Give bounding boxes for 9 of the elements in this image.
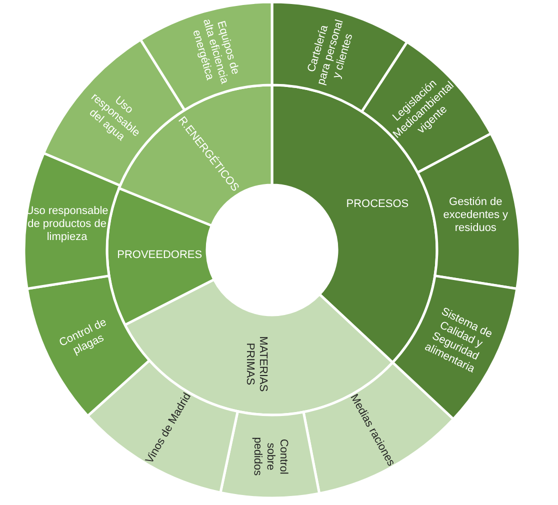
ring-segment [360,40,492,174]
segment-label: PROCESOS [345,198,410,211]
ring-segment [391,274,518,420]
ring-segment [26,274,151,418]
ring-segment [219,410,321,500]
ring-segment [139,0,274,112]
segment-label: MATERIAS PRIMAS [242,335,269,394]
segment-label: Gestión de excedentes y residuos [442,196,510,236]
segment-label: Control sobre pedidos [250,436,290,478]
